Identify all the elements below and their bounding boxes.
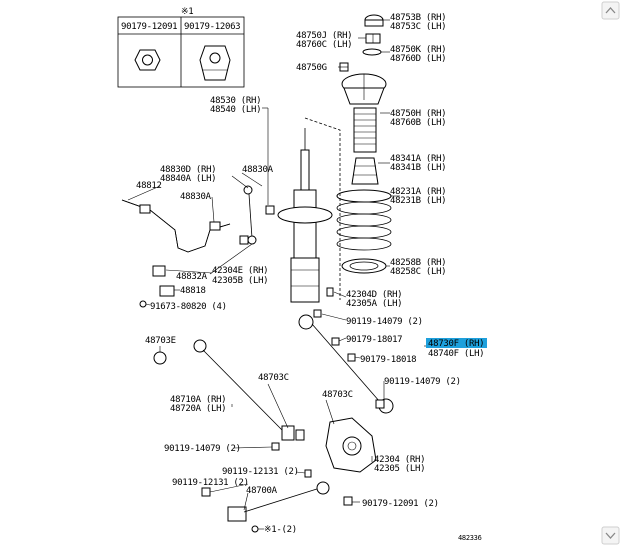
bracket-icon <box>139 265 175 308</box>
label-48760c[interactable]: 48760C (LH) <box>296 40 353 50</box>
label-42304[interactable]: 42304 (RH) <box>374 455 425 465</box>
label-48750j[interactable]: 48750J (RH) <box>296 31 353 41</box>
label-48830a-top[interactable]: 48830A <box>242 165 274 175</box>
label-48258c[interactable]: 48258C (LH) <box>390 267 447 277</box>
label-90119-12131-b[interactable]: 90119-12131 (2) <box>172 478 249 488</box>
label-48530[interactable]: 48530 (RH) <box>210 96 261 106</box>
bump-stop-icon <box>351 157 379 185</box>
label-90179-18018[interactable]: 90179-18018 <box>360 355 417 365</box>
dust-boot-icon <box>353 107 377 153</box>
label-48832a[interactable]: 48832A <box>176 272 208 282</box>
label-star1-2[interactable]: ※1-(2) <box>264 525 297 535</box>
label-48753b[interactable]: 48753B (RH) <box>390 13 447 23</box>
label-48258b[interactable]: 48258B (RH) <box>390 258 447 268</box>
cap-icon <box>364 14 384 27</box>
scroll-down-button[interactable] <box>601 526 620 545</box>
chevron-down-icon <box>605 532 616 539</box>
top-mount-assembly <box>339 14 387 185</box>
flange-nut-icon <box>199 45 231 81</box>
inset-left-part: 90179-12091 <box>121 22 177 32</box>
diagram-code: 482336 <box>458 534 482 542</box>
label-48540[interactable]: 48540 (LH) <box>210 105 261 115</box>
label-42304e[interactable]: 42304E (RH) <box>212 266 269 276</box>
label-42305a[interactable]: 42305A (LH) <box>346 299 403 309</box>
label-90119-14079-left[interactable]: 90119-14079 (2) <box>164 444 241 454</box>
label-48840a[interactable]: 48840A (LH) <box>160 174 217 184</box>
coil-spring-icon <box>336 189 392 251</box>
chevron-up-icon <box>605 7 616 14</box>
label-48703e[interactable]: 48703E <box>145 336 176 346</box>
inset-right-part: 90179-12063 <box>184 22 240 32</box>
rear-arm <box>227 481 330 522</box>
label-48730f[interactable]: 48730F (RH) <box>428 339 485 349</box>
label-48341b[interactable]: 48341B (LH) <box>390 163 447 173</box>
label-48703c-mid[interactable]: 48703C <box>258 373 289 383</box>
label-91673-80820[interactable]: 91673-80820 (4) <box>150 302 227 312</box>
label-48231b[interactable]: 48231B (LH) <box>390 196 447 206</box>
label-48753c[interactable]: 48753C (LH) <box>390 22 447 32</box>
lower-arm-left <box>153 339 305 441</box>
scroll-up-button[interactable] <box>601 1 620 20</box>
label-90119-14079-top[interactable]: 90119-14079 (2) <box>346 317 423 327</box>
washer-icon <box>362 48 382 56</box>
label-48740f[interactable]: 48740F (LH) <box>428 349 485 359</box>
knuckle-icon <box>325 417 377 473</box>
label-48710a[interactable]: 48710A (RH) <box>170 395 227 405</box>
label-48812[interactable]: 48812 <box>136 181 162 191</box>
label-48830d[interactable]: 48830D (RH) <box>160 165 217 175</box>
upper-link-arm <box>298 314 394 414</box>
label-48750k[interactable]: 48750K (RH) <box>390 45 447 55</box>
highlight-48730f <box>426 338 487 348</box>
label-42305b[interactable]: 42305B (LH) <box>212 276 269 286</box>
label-48700a[interactable]: 48700A <box>246 486 278 496</box>
stabilizer-bar-icon <box>121 199 231 253</box>
label-90119-14079-right[interactable]: 90119-14079 (2) <box>384 377 461 387</box>
label-48231a[interactable]: 48231A (RH) <box>390 187 447 197</box>
bolts-icon <box>201 287 385 533</box>
shock-absorber-icon <box>277 128 333 303</box>
leader-lines <box>127 19 430 530</box>
label-48760b[interactable]: 48760B (LH) <box>390 118 447 128</box>
stabilizer-link-icon <box>239 185 275 245</box>
spring-insulator-icon <box>341 258 387 274</box>
label-48341a[interactable]: 48341A (RH) <box>390 154 447 164</box>
label-48830a-mid[interactable]: 48830A <box>180 192 212 202</box>
hex-nut-icon <box>134 49 161 71</box>
label-42304d[interactable]: 42304D (RH) <box>346 290 403 300</box>
label-42305[interactable]: 42305 (LH) <box>374 464 425 474</box>
inset-marker: ※1 <box>181 7 193 17</box>
nut-icon <box>365 33 381 44</box>
label-48760d[interactable]: 48760D (LH) <box>390 54 447 64</box>
inset-nut-variants: ※1 90179-12091 90179-12063 <box>117 7 245 88</box>
label-90179-18017[interactable]: 90179-18017 <box>346 335 403 345</box>
label-48750g[interactable]: 48750G <box>296 63 327 73</box>
label-90179-12091[interactable]: 90179-12091 (2) <box>362 499 439 509</box>
strut-mount-icon <box>341 73 387 105</box>
label-48703c-low[interactable]: 48703C <box>322 390 353 400</box>
label-48818[interactable]: 48818 <box>180 286 206 296</box>
label-90119-12131-a[interactable]: 90119-12131 (2) <box>222 467 299 477</box>
label-48720a[interactable]: 48720A (LH) <box>170 404 227 414</box>
label-48750h[interactable]: 48750H (RH) <box>390 109 447 119</box>
